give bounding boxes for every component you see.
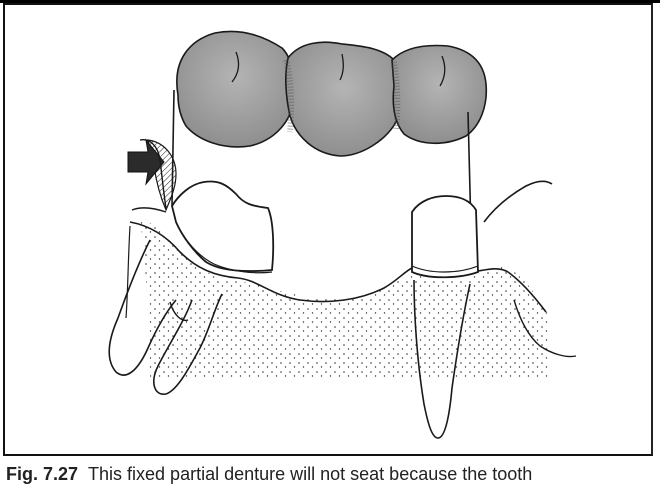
left-edge-line: [126, 226, 130, 318]
dental-illustration: [0, 0, 660, 462]
bridge-pontic: [286, 42, 402, 156]
figure-number: Fig. 7.27: [6, 464, 78, 484]
bridge-crown-right: [392, 46, 486, 144]
adjacent-tooth-left-base: [132, 208, 166, 212]
right-abutment-tooth: [412, 196, 478, 277]
bridge-crown-left: [177, 31, 295, 147]
figure-caption-text: This fixed partial denture will not seat…: [88, 464, 532, 484]
adjacent-tooth-right: [484, 181, 552, 222]
figure-caption: Fig. 7.27 This fixed partial denture will…: [6, 462, 660, 486]
fixed-partial-denture: [177, 31, 486, 156]
